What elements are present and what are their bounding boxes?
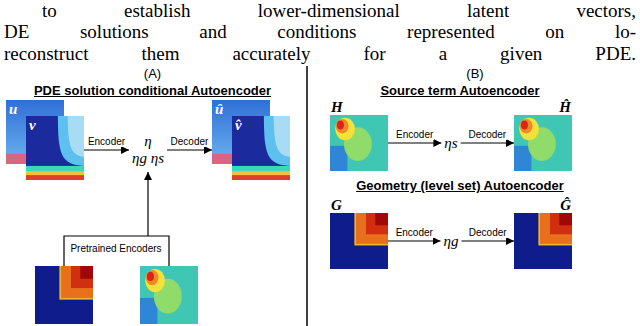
edge-label: Encoder xyxy=(395,227,434,238)
latent-symbol: ηs xyxy=(444,135,457,152)
drawing-part xyxy=(232,166,290,171)
field-label: û xyxy=(215,101,223,117)
drawing-part xyxy=(335,118,355,140)
drawing-part xyxy=(521,121,528,130)
drawing-part xyxy=(146,270,159,285)
drawing-part xyxy=(354,213,388,245)
edge-label: Decoder xyxy=(170,136,210,147)
drawing-part xyxy=(356,213,388,244)
latent-vector: ηg xyxy=(441,231,462,252)
drawing-part xyxy=(145,269,165,292)
field-label: u xyxy=(9,101,17,117)
flow-arrow xyxy=(84,149,129,150)
field-label: v̂ xyxy=(235,117,242,133)
drawing-part xyxy=(26,116,84,180)
drawing-part xyxy=(35,266,93,324)
flow-arrow xyxy=(167,149,212,150)
drawing-part xyxy=(26,176,84,180)
panel-letter: (A) xyxy=(0,66,305,81)
latent-vector: ηηg ηs xyxy=(129,131,167,169)
drawing-part xyxy=(366,213,388,234)
drawing-part xyxy=(232,171,290,175)
edge-label: Decoder xyxy=(468,227,508,238)
body-text-line: DE solutions and conditions represented … xyxy=(4,21,636,43)
figure-panel: (B) Hηs Ĥ Gηg Ĝ xyxy=(310,64,640,326)
drawing-part xyxy=(559,213,572,225)
drawing-part xyxy=(274,116,290,157)
drawing-part xyxy=(330,213,388,269)
flow-arrow xyxy=(461,240,514,241)
drawing-part xyxy=(80,266,93,279)
latent-symbol: ηg xyxy=(444,233,459,250)
drawing-part xyxy=(26,166,84,171)
drawing-part xyxy=(59,266,93,300)
drawing-part xyxy=(147,272,154,281)
drawing-part xyxy=(58,116,84,166)
field-image: Ĝ xyxy=(514,213,572,269)
latent-symbol: ηg ηs xyxy=(132,150,164,167)
field-picture xyxy=(514,115,572,171)
sub-title: Source term Autoencoder xyxy=(320,83,600,98)
drawing-part xyxy=(550,213,572,234)
bracket-label: Pretrained Encoders xyxy=(56,242,176,255)
drawing-part xyxy=(68,116,84,157)
drawing-part xyxy=(232,116,290,180)
edge-label: Encoder xyxy=(87,136,126,147)
field-picture xyxy=(330,213,388,269)
field-label: Ĥ xyxy=(559,99,571,115)
edge-label: Encoder xyxy=(395,129,434,140)
figure-panel: (A) PDE solution conditional Autoencoder u… xyxy=(0,64,305,326)
drawing-part xyxy=(519,118,539,140)
drawing-part xyxy=(71,266,93,288)
drawing-part xyxy=(330,115,388,171)
field-image: v̂ xyxy=(232,116,290,180)
flow-arrow xyxy=(461,142,514,143)
panel-letter: (B) xyxy=(310,66,640,81)
geometry-thumbnail xyxy=(35,266,93,324)
latent-vector: ηs xyxy=(441,133,460,154)
drawing-part xyxy=(61,266,93,298)
drawing-part xyxy=(140,266,198,324)
field-label: H xyxy=(331,99,343,115)
field-label: v xyxy=(29,117,36,133)
drawing-part xyxy=(514,213,572,269)
drawing-part xyxy=(264,116,290,166)
drawing-part xyxy=(26,171,84,175)
drawing-part xyxy=(336,119,349,134)
latent-symbol: η xyxy=(132,133,164,150)
flow-arrow xyxy=(388,142,441,143)
drawing-part xyxy=(514,115,572,171)
drawing-part xyxy=(375,213,388,225)
drawing-part xyxy=(232,176,290,180)
bracket-arrow xyxy=(147,172,148,236)
field-picture xyxy=(514,213,572,269)
field-image: G xyxy=(330,213,388,269)
flow-arrow xyxy=(388,240,441,241)
sub-title: Geometry (level set) Autoencoder xyxy=(320,178,600,193)
drawing-part xyxy=(540,213,572,244)
drawing-part xyxy=(520,119,533,134)
field-image: v xyxy=(26,116,84,180)
body-text-line: to establish lower-dimensional latent ve… xyxy=(42,0,636,22)
body-text-line: reconstruct them accurately for a given … xyxy=(4,43,636,65)
field-picture xyxy=(330,115,388,171)
panel-divider xyxy=(306,66,308,326)
drawing-part xyxy=(538,213,572,245)
panel-title: PDE solution conditional Autoencoder xyxy=(0,83,305,98)
drawing-part xyxy=(337,121,344,130)
source-thumbnail xyxy=(140,266,198,324)
edge-label: Decoder xyxy=(467,129,507,140)
field-image: Ĥ xyxy=(514,115,572,171)
field-label: G xyxy=(331,197,342,213)
field-label: Ĝ xyxy=(560,197,571,213)
field-image: H xyxy=(330,115,388,171)
